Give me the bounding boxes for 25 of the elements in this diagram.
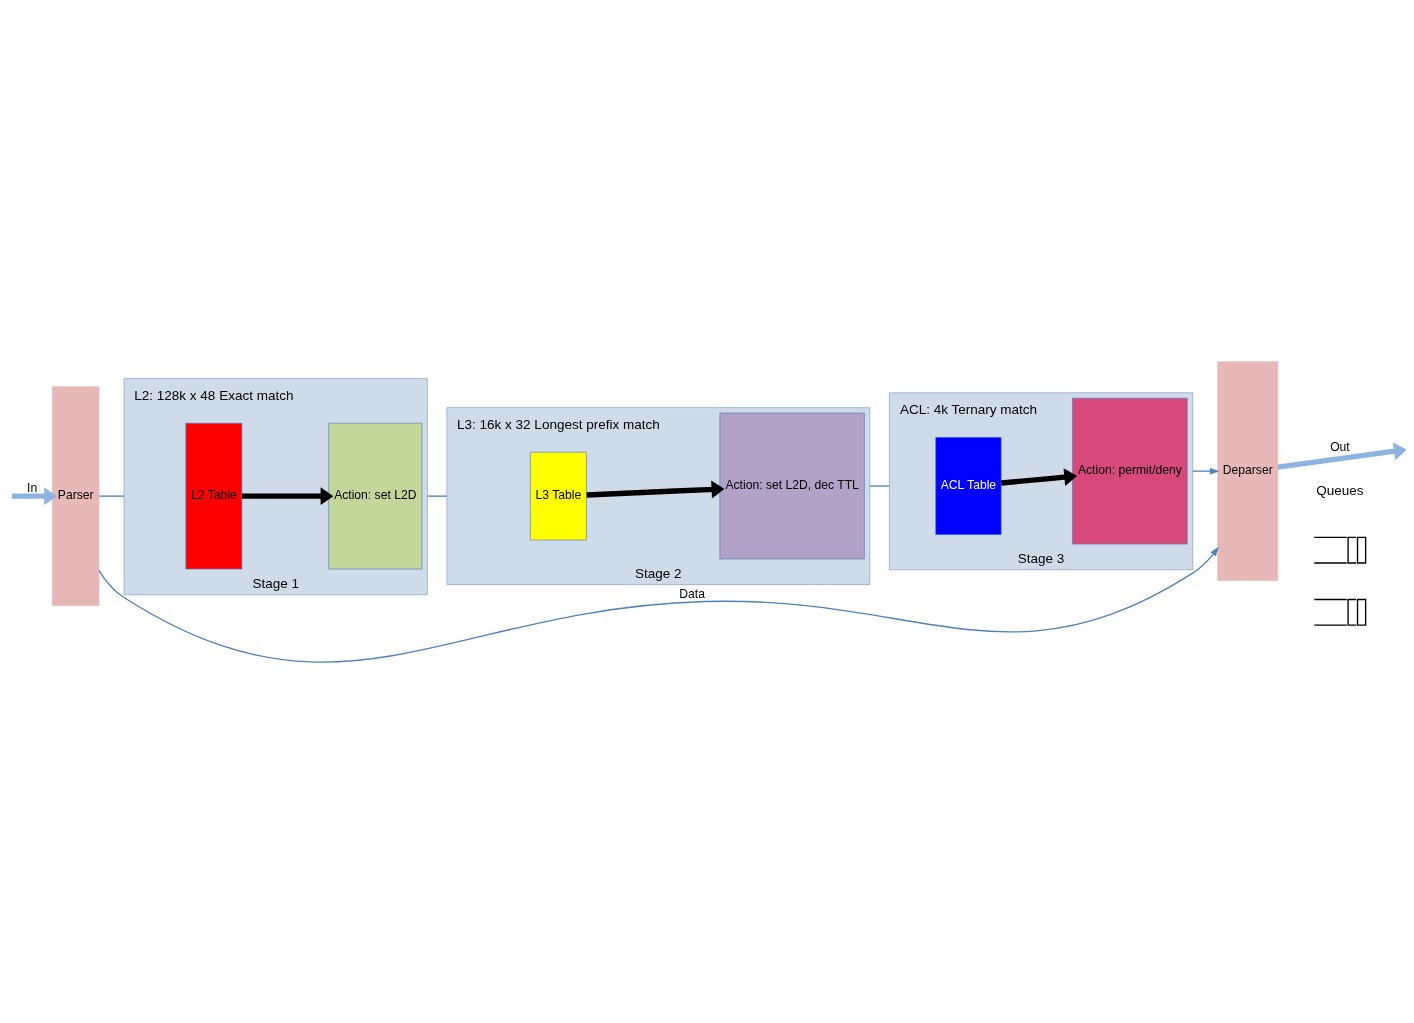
- node-label: L2: 128k x 48 Exact match: [134, 387, 294, 403]
- arrow: [1001, 467, 1078, 486]
- node-box: Action: permit/deny: [1072, 397, 1188, 544]
- edge-label: In: [27, 480, 38, 495]
- arrow: [98, 546, 1219, 663]
- edge-label: Out: [1330, 439, 1350, 454]
- arrow: [1277, 441, 1406, 470]
- node-box: ACL Table: [935, 436, 1002, 535]
- node-box: L3 Table: [530, 451, 587, 540]
- arrow: [1192, 467, 1220, 474]
- node-box: Action: set L2D: [328, 422, 423, 569]
- label: Queues: [1316, 482, 1364, 498]
- edge-label: Data: [679, 586, 705, 601]
- arrow: [242, 486, 334, 505]
- node-box: L2 Table: [185, 422, 243, 569]
- node-label: L3: 16k x 32 Longest prefix match: [457, 416, 660, 432]
- node-box: Action: set L2D, dec TTL: [719, 412, 865, 559]
- connector: [98, 494, 125, 497]
- node-box: Parser: [52, 385, 100, 606]
- connector: [869, 484, 891, 487]
- node-box: Deparser: [1217, 360, 1279, 581]
- node-label: ACL: 4k Ternary match: [899, 401, 1037, 417]
- connector: [426, 494, 448, 497]
- arrow: [11, 486, 57, 505]
- arrow: [586, 480, 725, 498]
